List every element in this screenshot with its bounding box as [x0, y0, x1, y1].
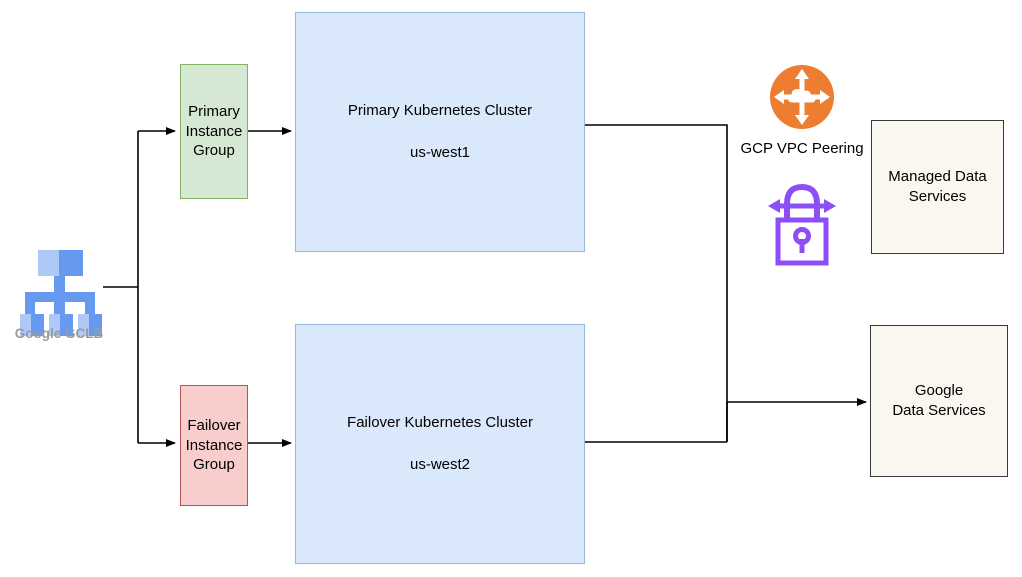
primary-instance-group-line-2: Instance: [185, 122, 243, 140]
primary-kubernetes-cluster-box[interactable]: Primary Kubernetes Cluster us-west1: [295, 12, 585, 252]
padlock-arrows-icon: [762, 172, 842, 270]
failover-instance-group-line-3: Group: [193, 456, 235, 474]
managed-data-services-line-2: Services: [908, 188, 967, 205]
google-data-services-box[interactable]: Google Data Services: [870, 325, 1008, 477]
vpc-peering-icon: [769, 64, 835, 130]
managed-data-services-line-1: Managed Data: [888, 168, 987, 186]
google-data-services-line-1: Google: [914, 382, 964, 400]
failover-kubernetes-cluster-box[interactable]: Failover Kubernetes Cluster us-west2: [295, 324, 585, 564]
connector-primary-cluster-to-merge-rail: [584, 124, 728, 442]
google-gclb-icon: [8, 248, 112, 338]
primary-instance-group-line-3: Group: [193, 142, 235, 160]
primary-instance-group-line-1: Primary: [188, 102, 240, 120]
google-data-services-line-2: Data Services: [892, 402, 986, 419]
failover-instance-group-line-2: Instance: [185, 436, 243, 454]
failover-instance-group-line-1: Failover: [187, 416, 241, 434]
google-gclb-label: Google GCLB: [14, 326, 104, 341]
vpc-peering-label: GCP VPC Peering: [740, 140, 864, 157]
primary-instance-group-box[interactable]: Primary Instance Group: [180, 64, 248, 199]
managed-data-services-box[interactable]: Managed Data Services: [871, 120, 1004, 254]
failover-instance-group-box[interactable]: Failover Instance Group: [180, 385, 248, 506]
failover-cluster-title: Failover Kubernetes Cluster: [347, 414, 533, 432]
primary-cluster-title: Primary Kubernetes Cluster: [347, 102, 533, 120]
primary-cluster-region: us-west1: [409, 144, 471, 161]
failover-cluster-region: us-west2: [409, 456, 471, 473]
